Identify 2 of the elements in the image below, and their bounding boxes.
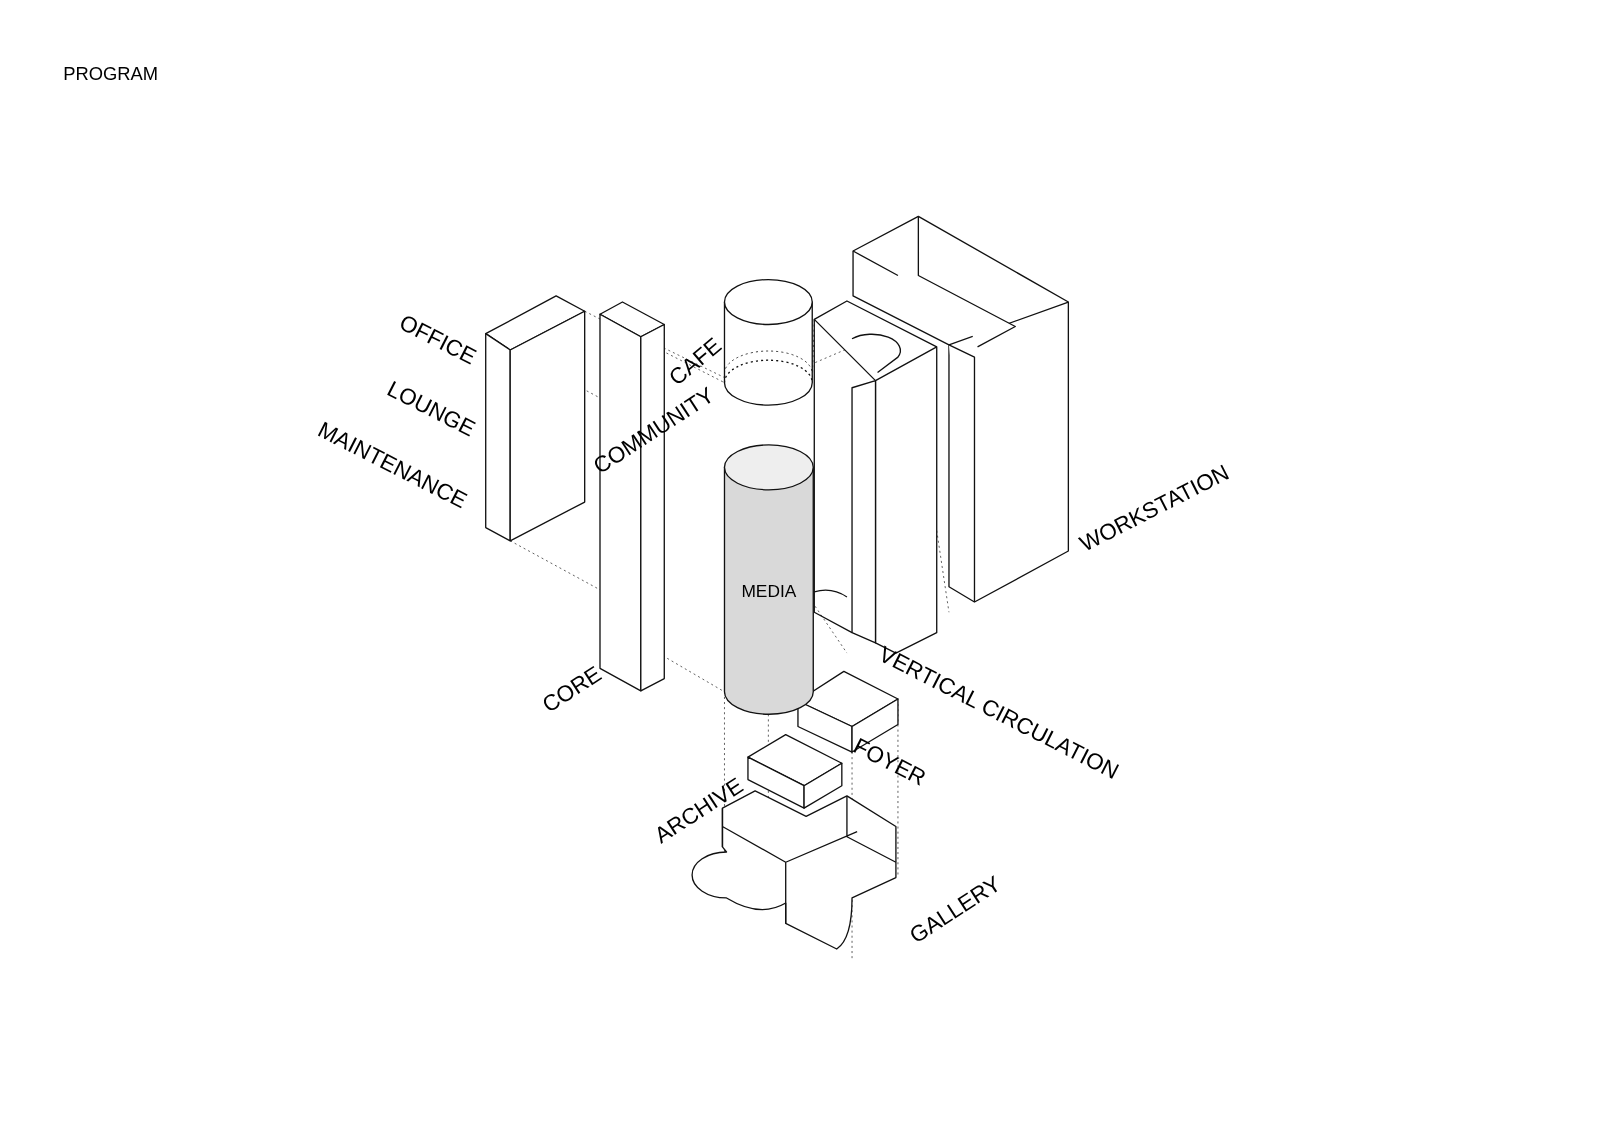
title: PROGRAM [63,63,159,85]
media-label: MEDIA [740,581,798,603]
